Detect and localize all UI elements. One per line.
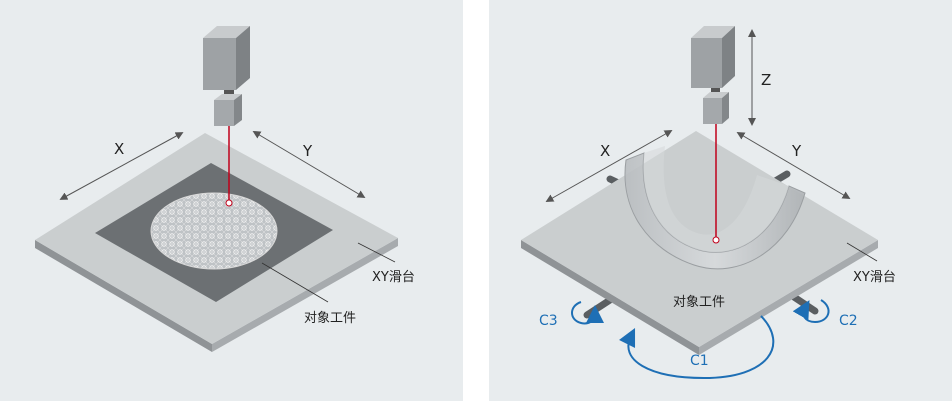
- y-axis-arrow: [736, 131, 851, 200]
- c1-rotation-arrow: [618, 315, 775, 380]
- y-axis-arrow: [252, 130, 366, 199]
- x-axis-arrow: [545, 130, 673, 202]
- object-label: 对象工件: [673, 295, 725, 310]
- x-axis-arrow: [59, 132, 184, 200]
- left-diagram: X Y XY滑台 对象工件: [35, 26, 415, 352]
- c3-label: C3: [539, 313, 558, 329]
- right-diagram-panel: X Y Z XY滑台 对象工件 C1 C2 C3: [489, 0, 952, 401]
- c1-label: C1: [690, 353, 709, 369]
- laser-spot: [225, 199, 233, 207]
- object-leader-line: [261, 262, 329, 303]
- stage-leader-line: [846, 242, 878, 262]
- laser-head: [203, 26, 250, 126]
- y-axis-label: Y: [302, 142, 313, 160]
- x-axis-label: X: [600, 142, 610, 160]
- y-axis-label: Y: [791, 142, 802, 160]
- x-axis-label: X: [114, 140, 124, 158]
- left-diagram-panel: X Y XY滑台 对象工件: [0, 0, 463, 401]
- object-label: 对象工件: [304, 311, 356, 326]
- xy-stage-label: XY滑台: [372, 270, 415, 285]
- z-axis-label: Z: [761, 71, 771, 89]
- xy-stage-label: XY滑台: [853, 270, 896, 285]
- laser-spot: [712, 236, 720, 244]
- c3-rotation-arrow: [571, 301, 604, 325]
- right-diagram: X Y Z XY滑台 对象工件 C1 C2 C3: [521, 26, 896, 380]
- c2-label: C2: [839, 313, 858, 329]
- c2-rotation-arrow: [792, 299, 830, 324]
- laser-head: [691, 26, 735, 124]
- lace-pattern: [150, 192, 278, 270]
- stage-leader-line: [357, 242, 396, 263]
